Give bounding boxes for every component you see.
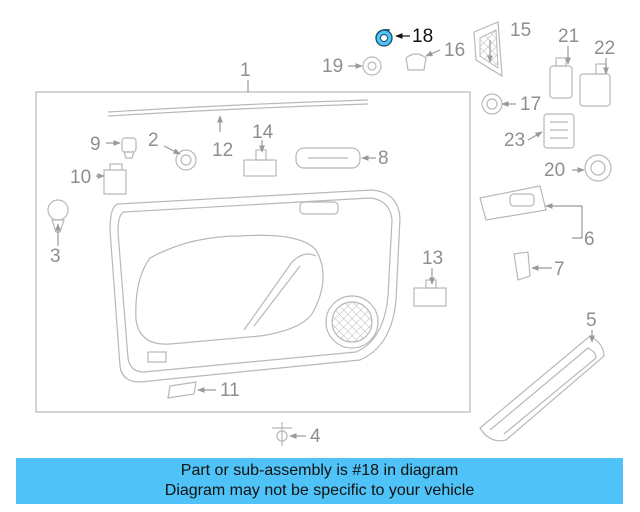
bracket-part-7 xyxy=(513,251,531,281)
highlighted-part-18[interactable] xyxy=(375,29,393,47)
callout-14[interactable]: 14 xyxy=(252,122,274,143)
handle-part-8 xyxy=(295,147,361,169)
callout-8[interactable]: 8 xyxy=(378,148,389,169)
callout-7[interactable]: 7 xyxy=(554,259,565,280)
callout-2[interactable]: 2 xyxy=(148,130,159,151)
callout-12[interactable]: 12 xyxy=(212,140,233,161)
callout-6[interactable]: 6 xyxy=(584,229,595,250)
switch-part-21 xyxy=(549,57,573,99)
banner-line-1: Part or sub-assembly is #18 in diagram xyxy=(180,462,459,479)
bezel-part-6 xyxy=(479,185,547,221)
belt-molding xyxy=(107,99,369,113)
bracket-part-10 xyxy=(103,163,127,195)
callout-1[interactable]: 1 xyxy=(240,60,251,81)
callout-4[interactable]: 4 xyxy=(310,426,321,447)
trim-part-15 xyxy=(473,21,503,78)
callout-10[interactable]: 10 xyxy=(70,167,91,188)
callout-17[interactable]: 17 xyxy=(520,94,541,115)
clip-part-9 xyxy=(121,137,137,159)
door-trim-panel xyxy=(109,189,401,383)
clip-part-3 xyxy=(47,199,69,233)
callout-21[interactable]: 21 xyxy=(558,26,579,47)
leader-lines xyxy=(55,33,609,439)
door-panel-outline xyxy=(35,91,471,413)
cap-part-11 xyxy=(167,381,197,399)
armrest-part-5 xyxy=(479,335,605,442)
info-banner: Part or sub-assembly is #18 in diagram D… xyxy=(16,458,623,504)
callout-5[interactable]: 5 xyxy=(586,310,597,331)
nut-part-17 xyxy=(481,93,503,115)
callout-15[interactable]: 15 xyxy=(510,20,531,41)
callout-13[interactable]: 13 xyxy=(422,248,443,269)
parts-diagram: 1 2 3 4 5 6 7 8 9 10 11 12 13 14 15 16 1… xyxy=(35,20,615,447)
callout-20[interactable]: 20 xyxy=(544,160,565,181)
screw-part-4 xyxy=(272,422,292,446)
plug-part-19 xyxy=(362,56,382,76)
switch-part-14 xyxy=(243,149,277,177)
callout-19[interactable]: 19 xyxy=(322,56,343,77)
callout-3[interactable]: 3 xyxy=(50,246,61,267)
callout-labels: 1 2 3 4 5 6 7 8 9 10 11 12 13 14 15 16 1… xyxy=(50,20,615,447)
callout-18[interactable]: 18 xyxy=(412,26,433,47)
callout-11[interactable]: 11 xyxy=(220,380,240,401)
callout-23[interactable]: 23 xyxy=(504,130,525,151)
banner-line-2: Diagram may not be specific to your vehi… xyxy=(164,482,475,499)
switch-part-23 xyxy=(543,113,575,149)
switch-part-13 xyxy=(413,279,447,307)
callout-9[interactable]: 9 xyxy=(90,134,101,155)
grommet-part-2 xyxy=(175,149,197,171)
callout-22[interactable]: 22 xyxy=(594,38,615,59)
knob-part-20 xyxy=(584,154,612,182)
nut-part-16 xyxy=(405,53,427,71)
callout-16[interactable]: 16 xyxy=(444,40,465,61)
